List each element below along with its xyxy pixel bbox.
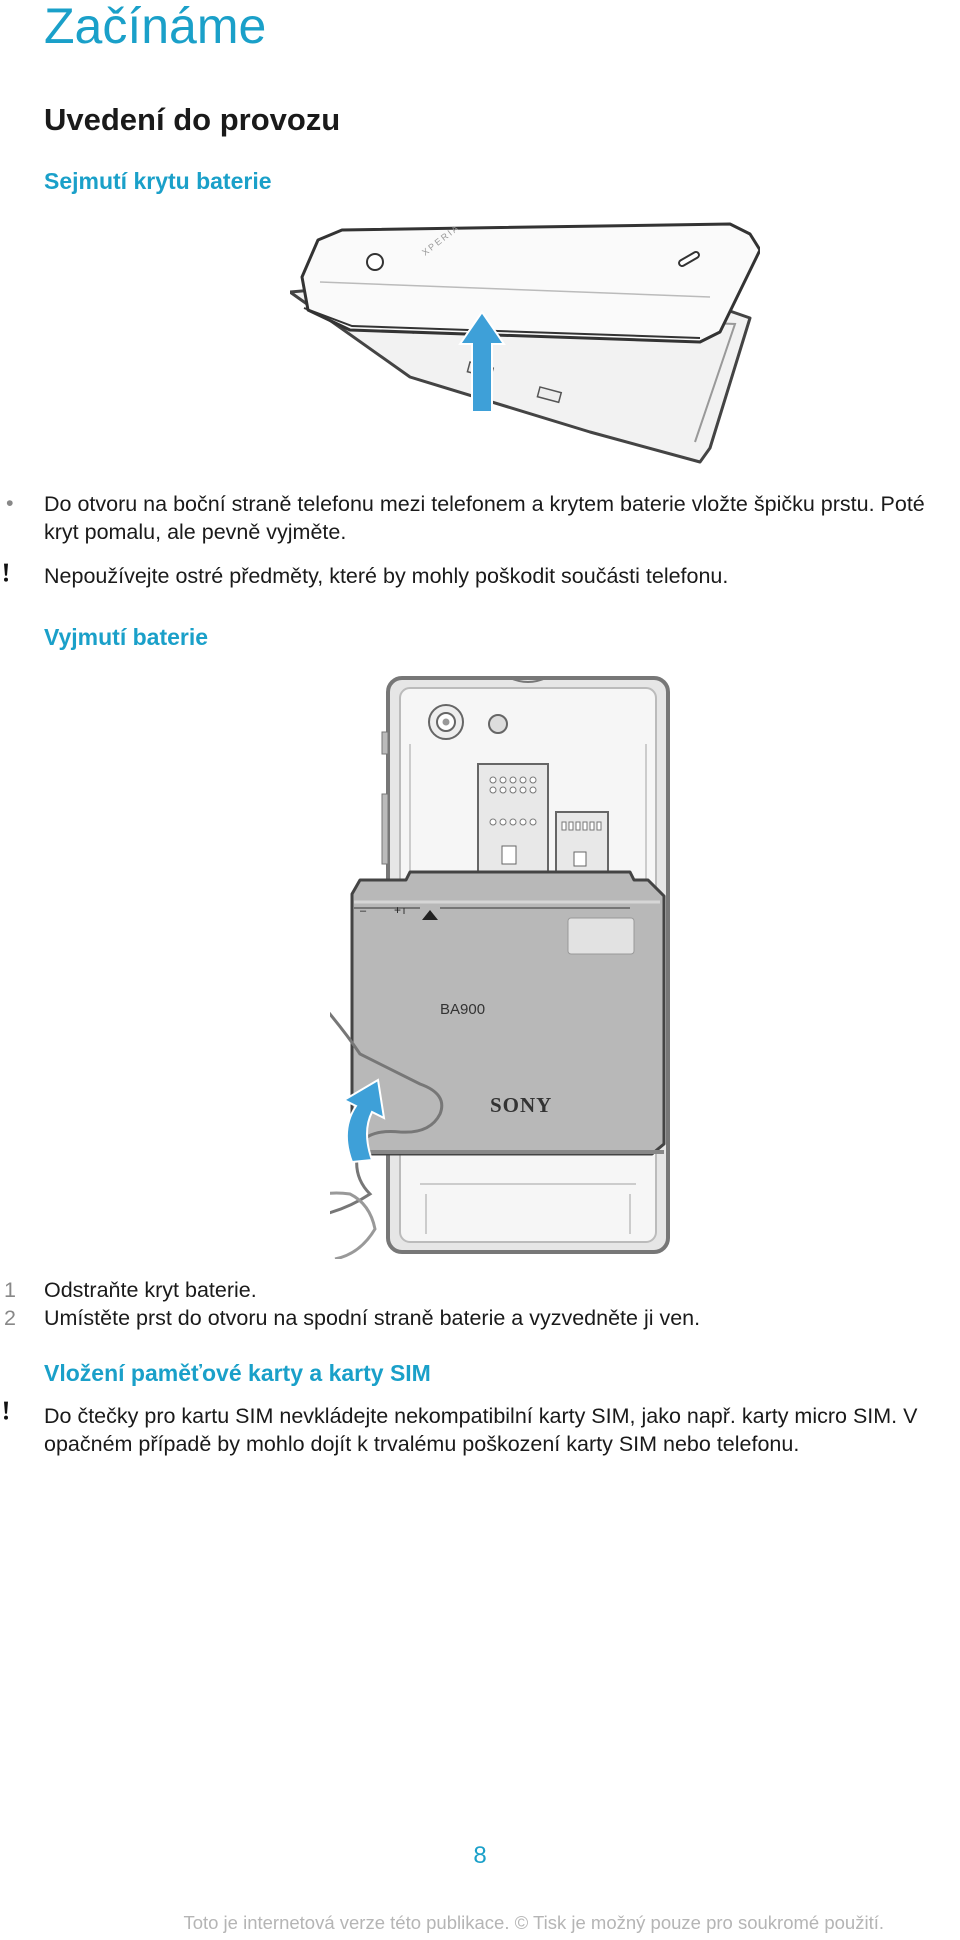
- lift-arrow-icon: [458, 310, 506, 413]
- step-2-text: Umístěte prst do otvoru na spodní straně…: [44, 1306, 701, 1330]
- warning-exclamation-icon: [4, 563, 8, 582]
- battery-model-label: BA900: [440, 1001, 485, 1018]
- cover-heading: Sejmutí krytu baterie: [44, 168, 272, 194]
- cover-removal-illustration: XPERIA: [290, 222, 760, 464]
- battery-plus-label: +: [394, 903, 401, 917]
- page-title: Začínáme: [44, 0, 267, 54]
- battery-heading: Vyjmutí baterie: [44, 624, 209, 650]
- step-1-text: Odstraňte kryt baterie.: [44, 1278, 257, 1302]
- bullet-icon: •: [6, 491, 14, 515]
- sim-warning: Do čtečky pro kartu SIM nevkládejte neko…: [44, 1404, 918, 1456]
- battery-minus-label: –: [360, 905, 367, 917]
- battery-removal-illustration: – + BA900 SONY: [330, 676, 670, 1259]
- footer-note: Toto je internetová verze této publikace…: [183, 1912, 884, 1933]
- battery-brand-label: SONY: [490, 1093, 552, 1117]
- lift-battery-arrow-icon: [341, 1078, 386, 1164]
- step-1-number: 1: [4, 1278, 16, 1302]
- cover-warning: Nepoužívejte ostré předměty, které by mo…: [44, 564, 729, 588]
- sim-heading: Vložení paměťové karty a karty SIM: [44, 1360, 431, 1386]
- section-heading: Uvedení do provozu: [44, 102, 341, 137]
- step-2-number: 2: [4, 1306, 16, 1330]
- page-number: 8: [473, 1842, 487, 1869]
- warning-exclamation-icon: [4, 1401, 8, 1420]
- cover-instruction: Do otvoru na boční straně telefonu mezi …: [44, 492, 925, 544]
